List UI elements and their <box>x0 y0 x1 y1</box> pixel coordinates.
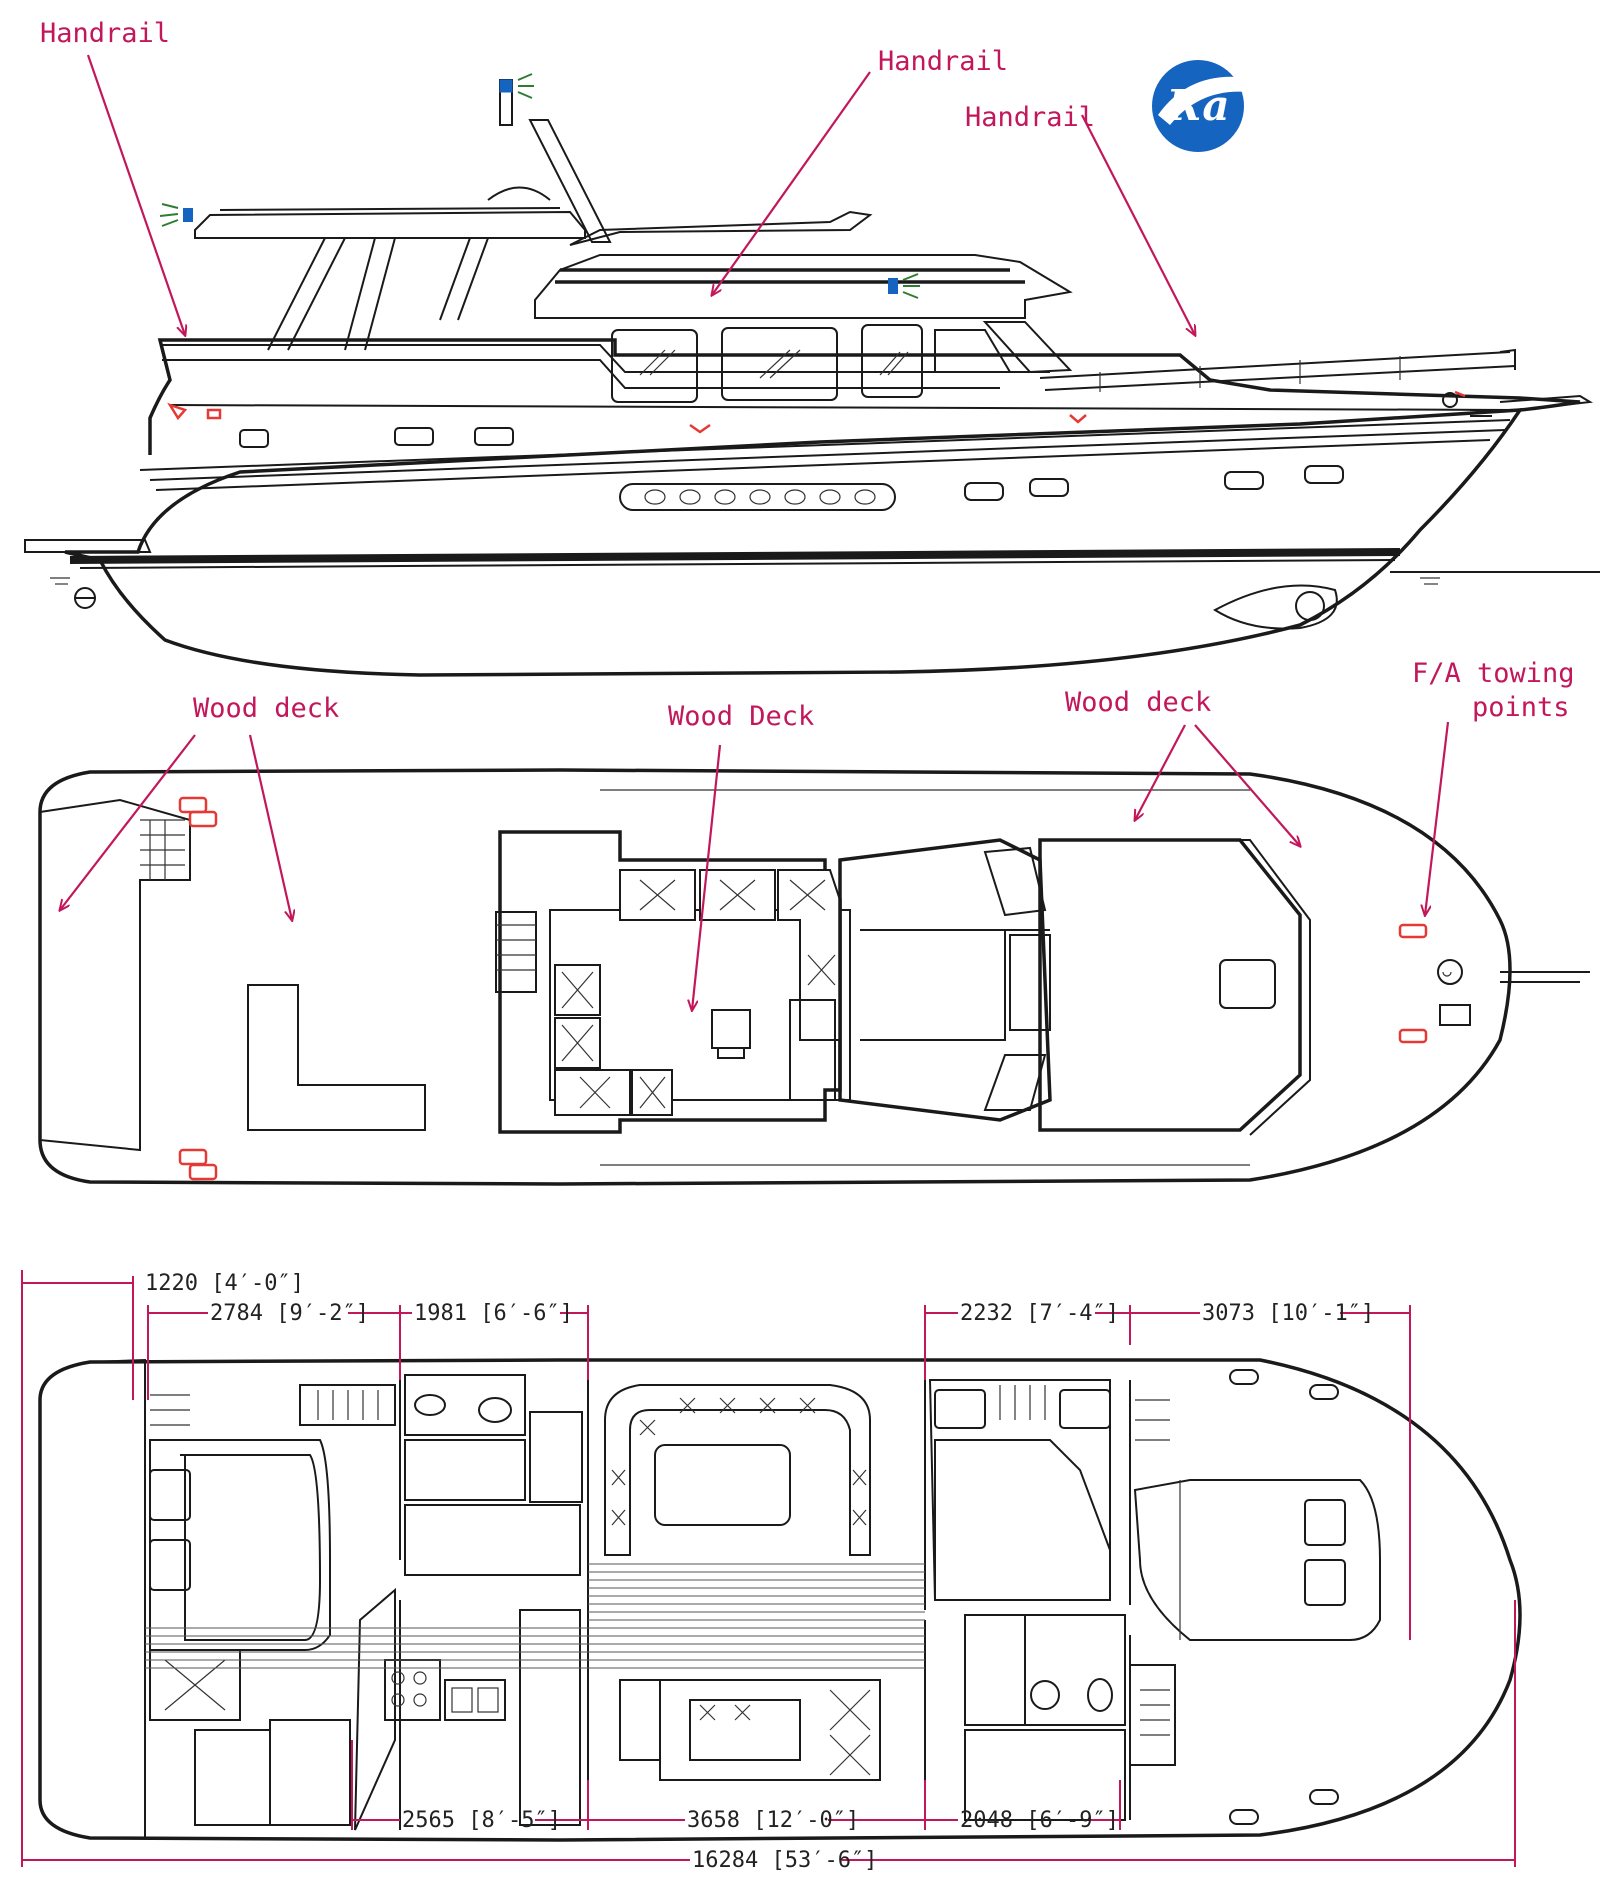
dim-aft-head: 1981 [6′-6″] <box>414 1301 573 1326</box>
dim-stern-platform: 1220 [4′-0″] <box>145 1271 304 1296</box>
handrail-label-flybridge: Handrail <box>878 46 1008 77</box>
towing-label-line2: points <box>1472 692 1570 723</box>
profile-view <box>24 73 1600 677</box>
dim-guest-cabin: 2232 [7′-4″] <box>960 1301 1119 1326</box>
dim-master-cabin: 3073 [10′-1″] <box>1202 1301 1374 1326</box>
wood-deck-label-aft: Wood deck <box>193 693 339 724</box>
dimension-lines: 1220 [4′-0″] 2784 [9′-2″] 1981 [6′-6″] 2… <box>21 1270 1516 1873</box>
dim-salon: 3658 [12′-0″] <box>687 1808 859 1833</box>
logo-lettering: Ra <box>1165 81 1229 130</box>
deck-annotations: Wood deck Wood Deck Wood deck F/A towing… <box>60 658 1575 1010</box>
wood-deck-label-fore: Wood deck <box>1065 687 1211 718</box>
towing-label-line1: F/A towing <box>1412 658 1575 689</box>
handrail-label-bow: Handrail <box>965 102 1095 133</box>
profile-annotations: Handrail Handrail Handrail <box>40 18 1195 335</box>
deck-plan <box>38 768 1590 1186</box>
dim-forward-head: 2048 [6′-9″] <box>960 1808 1119 1833</box>
dim-aft-cabin: 2784 [9′-2″] <box>210 1301 369 1326</box>
dim-galley: 2565 [8′-5″] <box>402 1808 561 1833</box>
handrail-label-stern: Handrail <box>40 18 170 49</box>
brand-logo: Ra <box>1152 60 1248 152</box>
accommodation-plan <box>38 1358 1522 1842</box>
wood-deck-label-cockpit: Wood Deck <box>668 701 814 732</box>
dim-overall-length: 16284 [53′-6″] <box>692 1848 877 1873</box>
